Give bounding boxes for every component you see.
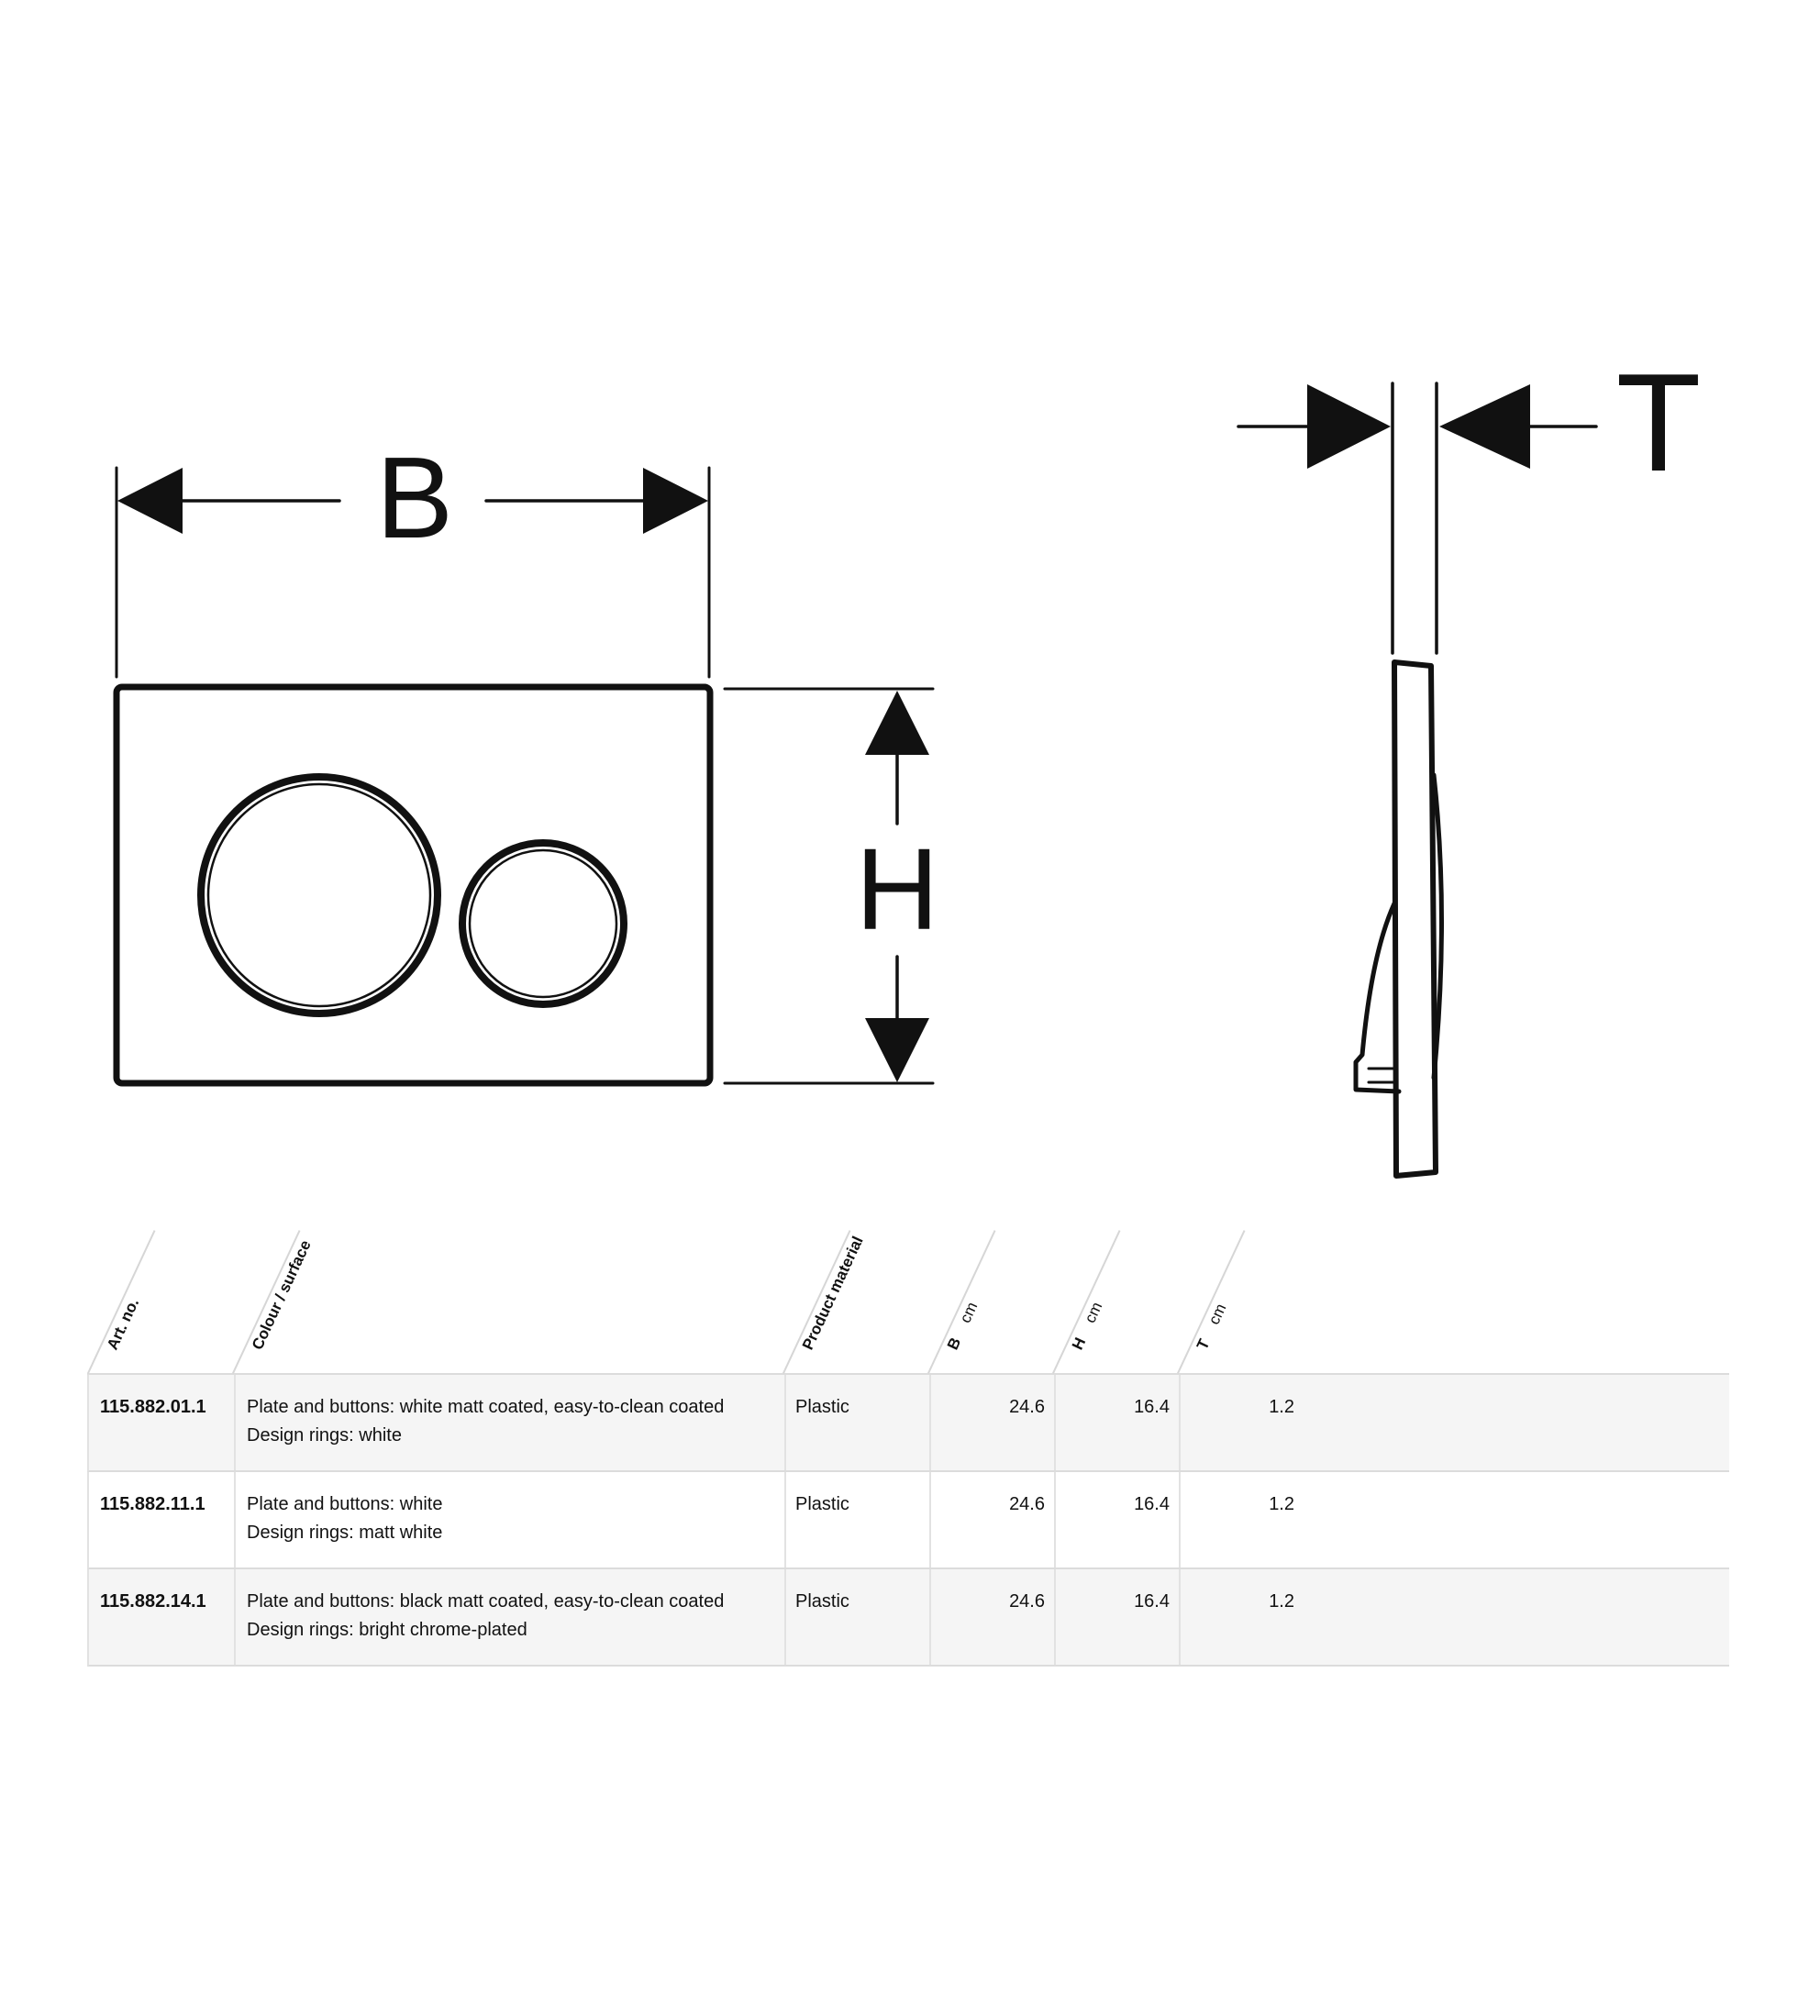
colour-surface-cell: Plate and buttons: white Design rings: m… <box>234 1472 784 1567</box>
material-cell: Plastic <box>784 1375 929 1470</box>
art-no-cell: 115.882.11.1 <box>100 1494 205 1514</box>
thickness-arrow-right <box>1307 384 1391 469</box>
table-row: 115.882.11.1 Plate and buttons: white De… <box>87 1472 1729 1569</box>
b-cell: 24.6 <box>929 1569 1054 1665</box>
height-dimension <box>723 687 935 1085</box>
technical-drawing: B H T <box>113 345 1702 1179</box>
colour-surface-cell: Plate and buttons: black matt coated, ea… <box>234 1569 784 1665</box>
width-label: B <box>376 433 453 562</box>
thickness-arrow-left <box>1439 384 1530 469</box>
small-flush-button <box>459 839 627 1008</box>
h-cell: 16.4 <box>1054 1375 1179 1470</box>
side-view-plate <box>1353 659 1444 1179</box>
table-body: 115.882.01.1 Plate and buttons: white ma… <box>87 1373 1729 1667</box>
height-arrow-down <box>865 1018 929 1082</box>
width-arrow-left <box>117 468 183 534</box>
b-cell: 24.6 <box>929 1472 1054 1567</box>
table-header: Art. no. Colour / surface Product materi… <box>87 1226 1729 1374</box>
large-flush-button <box>197 773 441 1017</box>
art-no-cell: 115.882.14.1 <box>100 1591 206 1612</box>
h-cell: 16.4 <box>1054 1472 1179 1567</box>
table-row: 115.882.14.1 Plate and buttons: black ma… <box>87 1569 1729 1667</box>
height-arrow-up <box>865 691 929 755</box>
b-cell: 24.6 <box>929 1375 1054 1470</box>
table-row: 115.882.01.1 Plate and buttons: white ma… <box>87 1375 1729 1472</box>
art-no-cell: 115.882.01.1 <box>100 1397 206 1417</box>
material-cell: Plastic <box>784 1569 929 1665</box>
spec-table: Art. no. Colour / surface Product materi… <box>87 1226 1729 1667</box>
width-dimension <box>115 466 711 679</box>
h-cell: 16.4 <box>1054 1569 1179 1665</box>
t-cell: 1.2 <box>1179 1569 1304 1665</box>
front-view-plate <box>113 683 714 1087</box>
t-cell: 1.2 <box>1179 1375 1304 1470</box>
height-label: H <box>856 825 939 954</box>
width-arrow-right <box>643 468 708 534</box>
material-cell: Plastic <box>784 1472 929 1567</box>
thickness-dimension <box>1237 382 1598 655</box>
thickness-label: T <box>1616 345 1702 501</box>
t-cell: 1.2 <box>1179 1472 1304 1567</box>
colour-surface-cell: Plate and buttons: white matt coated, ea… <box>234 1375 784 1470</box>
